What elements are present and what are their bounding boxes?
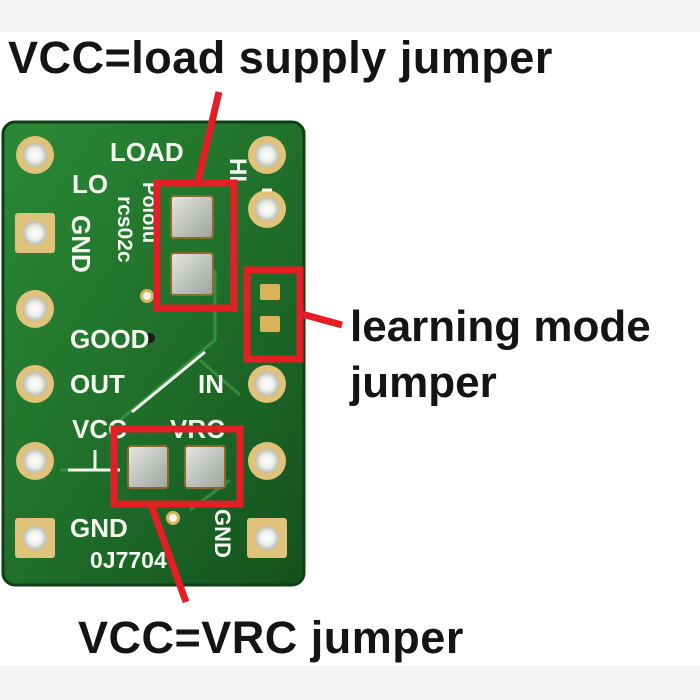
right-pin-holes	[247, 136, 287, 558]
silk-in: IN	[198, 369, 224, 399]
load-supply-jumper-pads	[170, 195, 214, 296]
load-supply-jumper-label: VCC=load supply jumper	[8, 32, 553, 83]
learning-mode-jumper-label-line2: jumper	[350, 358, 497, 407]
top-background-band	[0, 0, 700, 32]
silk-good: GOOD	[70, 324, 149, 354]
silk-hi: HI	[224, 158, 251, 182]
vcc-vrc-pointer	[146, 500, 190, 604]
left-pin-holes	[15, 136, 55, 558]
silk-gnd-left: GND	[66, 215, 96, 273]
vcc-vrc-jumper-pads	[127, 445, 226, 489]
silk-gnd-right: GND	[210, 509, 235, 558]
pcb-vias	[140, 289, 180, 525]
load-supply-pointer	[193, 91, 223, 186]
vcc-vrc-highlight-box	[110, 425, 244, 508]
vcc-vrc-jumper-label: VCC=VRC jumper	[78, 612, 464, 663]
silk-load: LOAD	[110, 137, 184, 167]
bottom-background-band	[0, 666, 700, 700]
silk-model: rcs02c	[113, 196, 136, 263]
silk-serial: 0J7704	[90, 547, 167, 573]
learning-mode-jumper-label-line1: learning mode	[350, 302, 651, 351]
pcb-board-edge	[1, 120, 306, 587]
learning-mode-pointer	[297, 309, 343, 329]
pointer-lines	[146, 91, 343, 604]
learning-mode-jumper-pads	[260, 284, 280, 332]
silk-lo: LO	[72, 169, 108, 199]
silk-out: OUT	[70, 369, 125, 399]
silk-gnd-bottom: GND	[70, 513, 128, 543]
